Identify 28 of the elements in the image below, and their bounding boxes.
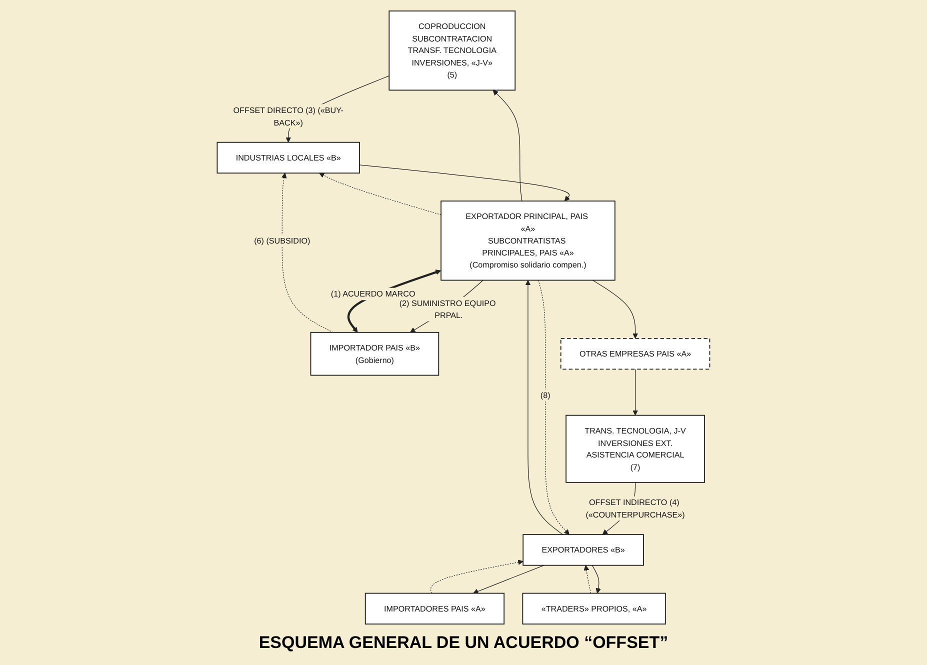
node-box: COPRODUCCION SUBCONTRATACION TRANSF. TECNOLOGIA INVERSIONES, «J-V» (5) (388, 10, 516, 91)
arrow (538, 280, 570, 535)
arrow (492, 90, 522, 202)
arrow (592, 280, 638, 339)
edge-label: (2) SUMINISTRO EQUIPO PRPAL. (399, 298, 496, 320)
node-box: «TRADERS» PROPIOS, «A» (522, 592, 666, 624)
edge-label: OFFSET INDIRECTO (4) («COUNTERPURCHASE») (586, 498, 685, 520)
arrow (281, 172, 334, 333)
diagram-title: ESQUEMA GENERAL DE UN ACUERDO “OFFSET” (258, 633, 668, 653)
edge-label: OFFSET DIRECTO (3) («BUY-BACK») (233, 105, 344, 127)
arrow (359, 164, 570, 202)
arrow (525, 280, 564, 535)
edge-label: (1) ACUERDO MARCO (330, 289, 416, 298)
node-box: OTRAS EMPRESAS PAIS «A» (560, 338, 710, 370)
node-box: INDUSTRIAS LOCALES «B» (216, 142, 360, 174)
arrow (319, 172, 442, 216)
node-box: IMPORTADORES PAIS «A» (364, 592, 505, 624)
arrow (592, 565, 602, 594)
arrow (472, 565, 544, 594)
node-box: EXPORTADOR PRINCIPAL, PAIS «A» SUBCONTRATISTAS PRINCIPALES, PAIS «A» (Compromiso solidario compen.) (440, 200, 616, 281)
node-box: EXPORTADORES «B» (522, 534, 644, 566)
edge-label: (8) (540, 390, 550, 400)
arrow (584, 565, 592, 594)
edge-label: (6) (SUBSIDIO) (254, 236, 310, 246)
arrow (632, 368, 638, 416)
node-box: IMPORTADOR PAIS «B» (Gobierno) (310, 332, 440, 376)
node-box: TRANS. TECNOLOGIA, J-V INVERSIONES EXT. ASISTENCIA COMERCIAL (7) (566, 414, 706, 483)
arrow (430, 560, 524, 594)
